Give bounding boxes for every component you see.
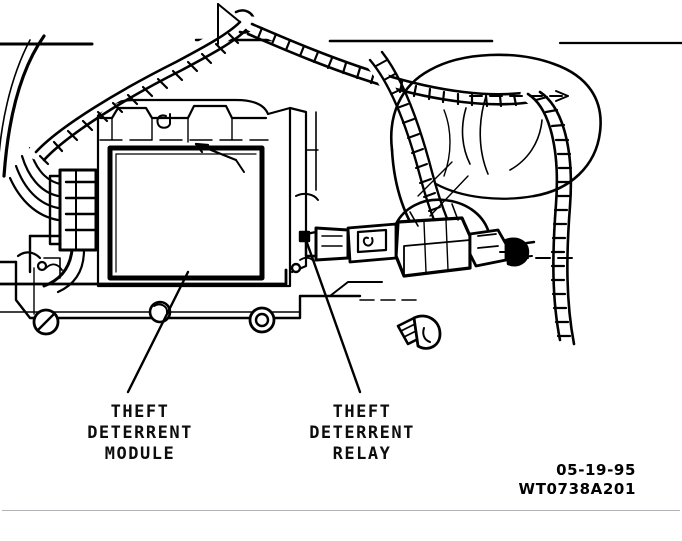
callout-leader-lines: [126, 230, 362, 394]
theft-deterrent-module-body: [96, 98, 319, 288]
callout-theft-deterrent-relay: THEFT DETERRENT RELAY: [309, 402, 415, 464]
mounting-bolt-icon: [396, 314, 442, 350]
callout-theft-deterrent-module: THEFT DETERRENT MODULE: [87, 402, 193, 464]
footer-divider: [2, 510, 680, 511]
panel-fasteners: [32, 260, 442, 350]
theft-deterrent-relay-body: [304, 198, 536, 278]
module-harness-connector: [8, 146, 98, 294]
drawing-date-and-number-stamp: 05-19-95 WT0738A201: [518, 461, 636, 498]
